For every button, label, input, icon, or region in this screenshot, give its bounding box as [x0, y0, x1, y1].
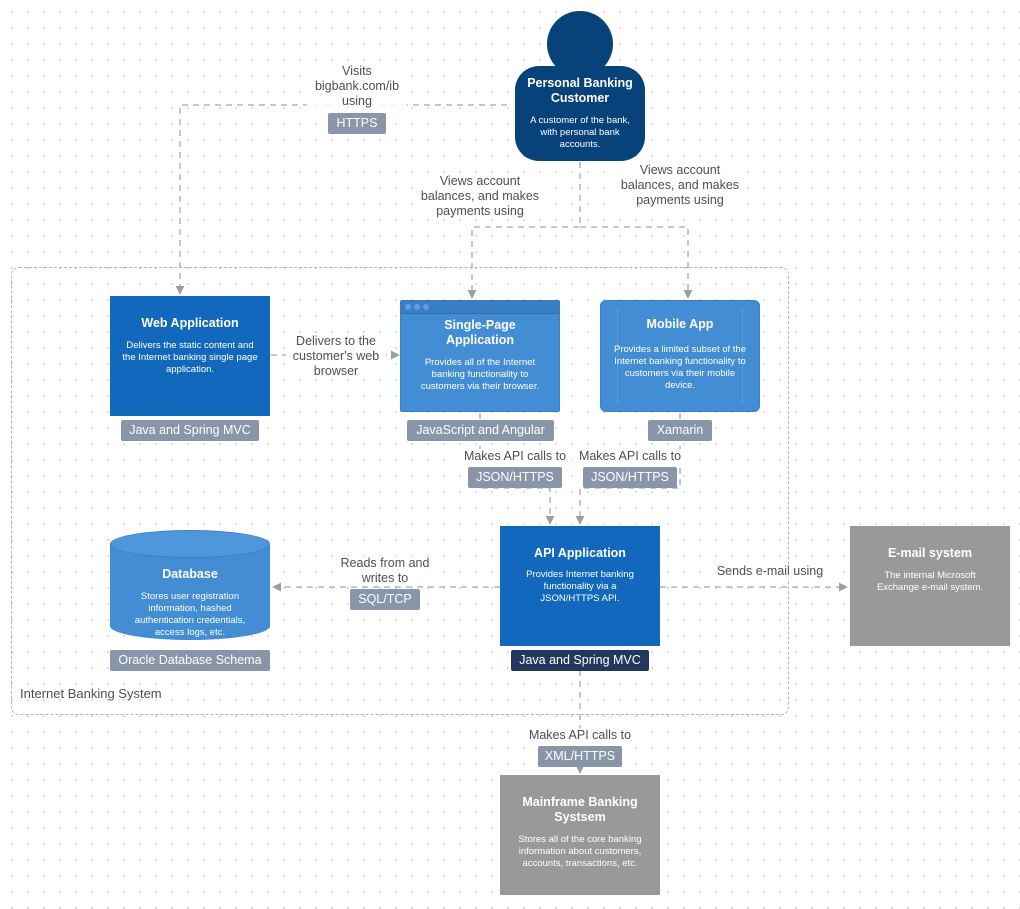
boundary-label: Internet Banking System	[20, 686, 162, 701]
mobile-api-tech-tag: JSON/HTTPS	[583, 467, 677, 488]
mainframe-banking-system[interactable]: Mainframe Banking Systsem Stores all of …	[500, 775, 660, 895]
person-description: A customer of the bank, with personal ba…	[530, 115, 630, 150]
mobile-api-label: Makes API calls to	[573, 449, 687, 464]
api-title: API Application	[534, 546, 626, 560]
database-title: Database	[162, 567, 218, 581]
api-tech-tag: Java and Spring MVC	[511, 650, 649, 671]
mainframe-tech-tag: XML/HTTPS	[538, 746, 622, 767]
mobile-description: Provides a limited subset of the Interne…	[613, 344, 746, 391]
delivers-label: Delivers to the customer's web browser	[286, 334, 386, 379]
web-application[interactable]: Web Application Delivers the static cont…	[110, 296, 270, 416]
browser-dot-icon	[414, 304, 420, 310]
email-title: E-mail system	[887, 546, 973, 560]
spa-tech-tag: JavaScript and Angular	[407, 420, 554, 441]
spa-title: Single-Page Application	[444, 318, 516, 347]
mainframe-label: Makes API calls to	[523, 728, 637, 743]
spa-api-label: Makes API calls to	[458, 449, 572, 464]
mobile-screen-outline	[617, 308, 743, 404]
email-description: The internal Microsoft Exchange e-mail s…	[876, 570, 984, 593]
web-app-title: Web Application	[141, 316, 239, 330]
email-label: Sends e-mail using	[709, 564, 831, 579]
db-label: Reads from and writes to	[335, 556, 435, 586]
browser-bar	[401, 301, 559, 314]
spa-api-tech-tag: JSON/HTTPS	[468, 467, 562, 488]
mobile-tech-tag: Xamarin	[648, 420, 712, 441]
database[interactable]: Database Stores user registration inform…	[110, 544, 270, 640]
system-boundary	[11, 267, 789, 715]
person-title: Personal Banking Customer	[527, 76, 633, 105]
visits-tech-tag: HTTPS	[328, 113, 386, 134]
database-cylinder-top-icon	[110, 530, 270, 558]
api-description: Provides Internet banking functionality …	[526, 569, 634, 604]
person-customer[interactable]: Personal Banking Customer A customer of …	[515, 66, 645, 161]
views-spa-label: Views account balances, and makes paymen…	[418, 174, 542, 219]
email-system[interactable]: E-mail system The internal Microsoft Exc…	[850, 526, 1010, 646]
database-description: Stores user registration information, ha…	[134, 591, 246, 638]
api-application[interactable]: API Application Provides Internet bankin…	[500, 526, 660, 646]
single-page-application[interactable]: Single-Page Application Provides all of …	[400, 300, 560, 412]
browser-dot-icon	[423, 304, 429, 310]
db-tech-tag: SQL/TCP	[350, 589, 420, 610]
mainframe-description: Stores all of the core banking informati…	[518, 834, 642, 869]
views-mobile-label: Views account balances, and makes paymen…	[618, 163, 742, 208]
web-app-description: Delivers the static content and the Inte…	[122, 340, 258, 375]
browser-dot-icon	[405, 304, 411, 310]
database-tech-tag: Oracle Database Schema	[110, 650, 270, 671]
mobile-app[interactable]: Mobile App Provides a limited subset of …	[600, 300, 760, 412]
mainframe-title: Mainframe Banking Systsem	[522, 795, 638, 824]
spa-description: Provides all of the Internet banking fun…	[420, 357, 540, 392]
web-app-tech-tag: Java and Spring MVC	[121, 420, 259, 441]
visits-label: Visits bigbank.com/ib using	[307, 64, 407, 109]
mobile-title: Mobile App	[646, 317, 714, 331]
edge-views-mobile	[580, 226, 693, 299]
edge-visits	[175, 104, 507, 295]
